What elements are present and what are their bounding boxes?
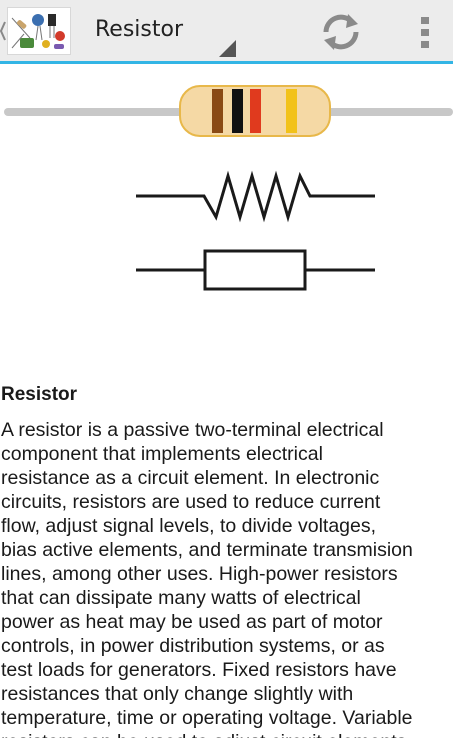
app-icon[interactable]: [7, 7, 71, 55]
chevron-left-icon[interactable]: [0, 20, 6, 42]
page-title: Resistor: [95, 17, 183, 42]
resistor-photo: [4, 85, 453, 137]
article-heading: Resistor: [1, 384, 78, 405]
box-resistor-symbol: [136, 249, 375, 291]
overflow-menu-icon[interactable]: [406, 10, 446, 54]
refresh-icon[interactable]: [318, 10, 364, 54]
article-body: A resistor is a passive two-terminal ele…: [1, 419, 413, 738]
title-spinner[interactable]: Resistor: [84, 0, 240, 61]
zigzag-resistor-symbol: [136, 170, 375, 223]
resistor-illustration: [4, 85, 453, 291]
action-bar: Resistor: [0, 0, 453, 64]
dropdown-indicator: [219, 40, 236, 57]
